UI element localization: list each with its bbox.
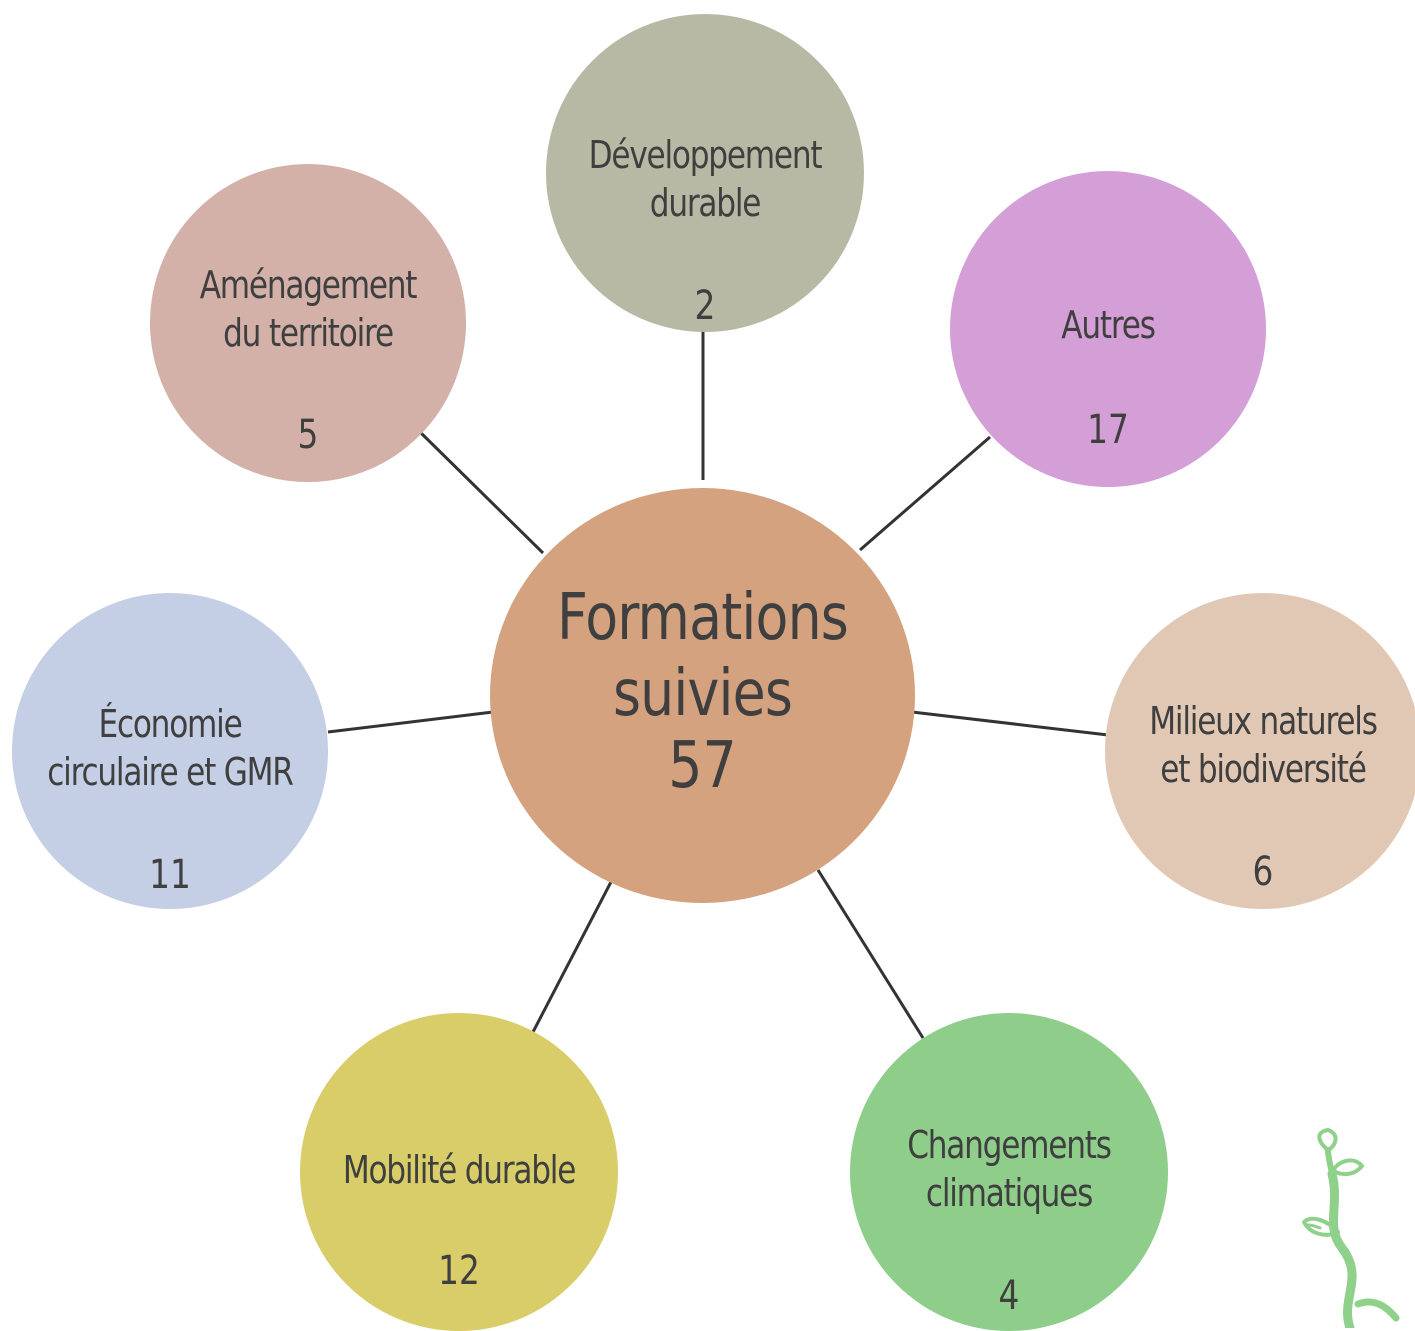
theme-count: 2 <box>694 283 716 329</box>
theme-label: Aménagement du territoire <box>199 263 418 355</box>
theme-node-changements: Changements climatiques 4 <box>850 1013 1168 1331</box>
theme-count: 6 <box>1252 849 1274 895</box>
center-title: Formations suivies <box>557 581 849 731</box>
theme-node-economie: Économie circulaire et GMR 11 <box>12 593 328 909</box>
connector-milieux <box>911 710 1109 737</box>
theme-count: 17 <box>1087 407 1129 453</box>
theme-node-developpement: Développement durable 2 <box>546 14 864 332</box>
center-total: 57 <box>668 729 737 803</box>
theme-node-amenagement: Aménagement du territoire 5 <box>150 164 466 482</box>
theme-label: Mobilité durable <box>342 1148 577 1192</box>
theme-label: Milieux naturels et biodiversité <box>1149 699 1378 791</box>
center-node: Formations suivies 57 <box>490 488 915 903</box>
theme-label: Autres <box>1061 303 1156 347</box>
theme-count: 11 <box>149 852 191 898</box>
theme-count: 5 <box>297 412 319 458</box>
theme-count: 4 <box>998 1273 1020 1319</box>
connector-economie <box>327 710 494 734</box>
connector-mobilite <box>531 879 614 1033</box>
connector-amenagement <box>418 430 545 555</box>
sprout-icon <box>1302 1128 1400 1328</box>
theme-node-autres: Autres 17 <box>950 171 1266 487</box>
theme-node-mobilite: Mobilité durable 12 <box>300 1013 618 1331</box>
theme-label: Développement durable <box>588 133 823 225</box>
connector-autres <box>859 435 991 552</box>
theme-label: Changements climatiques <box>907 1123 1112 1215</box>
theme-count: 12 <box>438 1248 480 1294</box>
theme-label: Économie circulaire et GMR <box>47 702 294 794</box>
connector-changements <box>816 869 925 1039</box>
theme-node-milieux: Milieux naturels et biodiversité 6 <box>1105 593 1415 909</box>
